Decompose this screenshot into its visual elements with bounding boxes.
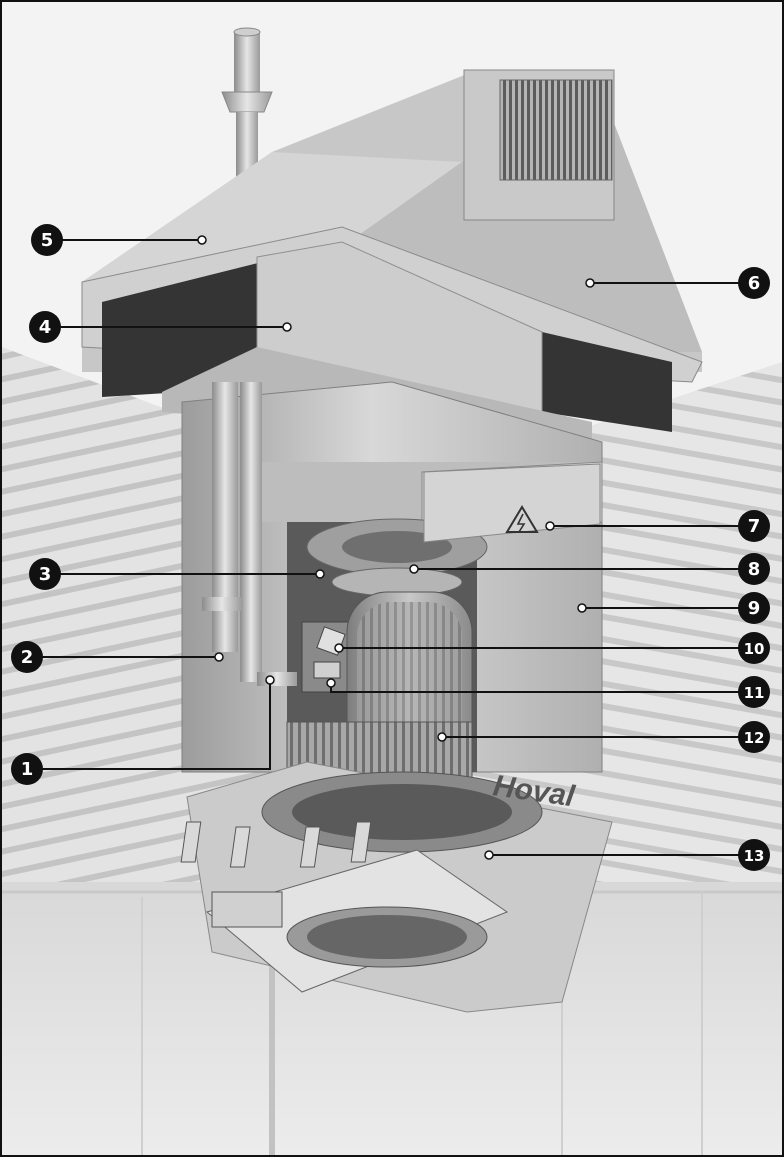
high-voltage-warning-icon xyxy=(516,513,526,533)
svg-text:6: 6 xyxy=(748,273,761,294)
callout-2: 2 xyxy=(11,641,43,673)
callout-4: 4 xyxy=(29,311,61,343)
gas-valve xyxy=(301,621,353,693)
svg-text:5: 5 xyxy=(41,230,54,251)
leader-line-1 xyxy=(42,680,271,770)
svg-text:3: 3 xyxy=(39,564,52,585)
callout-9: 9 xyxy=(738,592,770,624)
callout-1: 1 xyxy=(11,753,43,785)
svg-text:13: 13 xyxy=(744,847,765,865)
callout-8: 8 xyxy=(738,553,770,585)
electrical-box xyxy=(423,463,601,543)
fan-housing xyxy=(180,761,613,1013)
callout-badges: 5 6 4 7 3 8 9 2 xyxy=(11,224,770,871)
pipes xyxy=(202,382,297,686)
svg-text:7: 7 xyxy=(748,516,761,537)
svg-text:2: 2 xyxy=(21,647,34,668)
callout-10: 10 xyxy=(738,632,770,664)
heat-exchanger-coil xyxy=(286,591,473,793)
callout-12: 12 xyxy=(738,721,770,753)
svg-text:4: 4 xyxy=(39,317,52,338)
svg-text:10: 10 xyxy=(744,640,765,658)
svg-text:1: 1 xyxy=(21,759,34,780)
svg-text:11: 11 xyxy=(744,684,765,702)
leader-endpoints xyxy=(197,235,595,860)
callout-3: 3 xyxy=(29,558,61,590)
callout-11: 11 xyxy=(738,676,770,708)
svg-text:12: 12 xyxy=(744,729,765,747)
callout-13: 13 xyxy=(738,839,770,871)
callout-5: 5 xyxy=(31,224,63,256)
svg-text:9: 9 xyxy=(748,598,761,619)
callout-6: 6 xyxy=(738,267,770,299)
svg-text:8: 8 xyxy=(748,559,761,580)
callout-7: 7 xyxy=(738,510,770,542)
